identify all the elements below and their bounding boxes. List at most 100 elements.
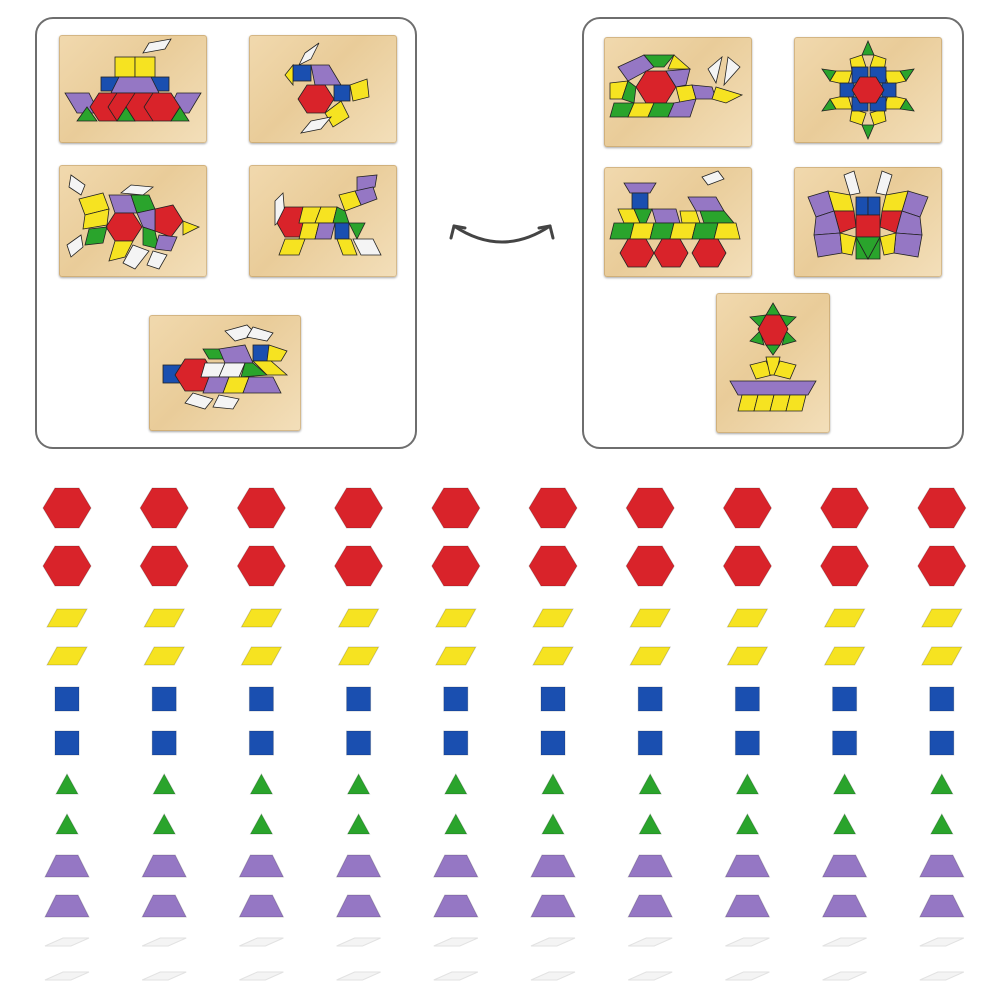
piece-green-triangle[interactable]	[735, 772, 760, 795]
piece-blue-square[interactable]	[54, 686, 80, 712]
piece-blue-square[interactable]	[151, 730, 177, 756]
piece-green-triangle[interactable]	[249, 812, 274, 835]
piece-red-hexagon[interactable]	[917, 487, 967, 529]
piece-yellow-rhombus[interactable]	[434, 646, 477, 666]
piece-purple-trapezoid[interactable]	[141, 894, 188, 918]
piece-green-triangle[interactable]	[55, 812, 79, 835]
piece-red-hexagon[interactable]	[722, 545, 772, 587]
piece-yellow-rhombus[interactable]	[143, 646, 186, 666]
piece-white-thin-rhombus[interactable]	[433, 937, 479, 947]
piece-green-triangle[interactable]	[443, 812, 468, 835]
piece-green-triangle[interactable]	[735, 812, 760, 835]
piece-blue-square[interactable]	[637, 686, 663, 712]
piece-white-thin-rhombus[interactable]	[627, 937, 673, 947]
piece-purple-trapezoid[interactable]	[918, 854, 965, 878]
board-bird[interactable]	[249, 35, 397, 143]
piece-blue-square[interactable]	[734, 686, 760, 712]
piece-purple-trapezoid[interactable]	[627, 894, 674, 918]
piece-white-thin-rhombus[interactable]	[336, 971, 381, 981]
piece-red-hexagon[interactable]	[334, 487, 384, 529]
piece-white-thin-rhombus[interactable]	[433, 971, 479, 981]
piece-purple-trapezoid[interactable]	[335, 894, 382, 918]
piece-red-hexagon[interactable]	[431, 545, 481, 587]
piece-yellow-rhombus[interactable]	[46, 646, 88, 666]
piece-white-thin-rhombus[interactable]	[141, 937, 187, 947]
piece-blue-square[interactable]	[637, 730, 663, 756]
board-fish[interactable]	[59, 165, 207, 277]
piece-yellow-rhombus[interactable]	[240, 608, 283, 628]
piece-green-triangle[interactable]	[638, 772, 663, 795]
piece-red-hexagon[interactable]	[139, 487, 189, 529]
piece-white-thin-rhombus[interactable]	[822, 937, 867, 947]
piece-purple-trapezoid[interactable]	[44, 854, 90, 878]
piece-blue-square[interactable]	[346, 686, 372, 712]
piece-yellow-rhombus[interactable]	[532, 608, 574, 628]
piece-blue-square[interactable]	[734, 730, 760, 756]
piece-red-hexagon[interactable]	[917, 545, 967, 587]
piece-red-hexagon[interactable]	[236, 545, 286, 587]
piece-red-hexagon[interactable]	[139, 545, 189, 587]
piece-red-hexagon[interactable]	[528, 545, 578, 587]
piece-purple-trapezoid[interactable]	[530, 854, 576, 878]
piece-blue-square[interactable]	[248, 730, 274, 756]
piece-purple-trapezoid[interactable]	[821, 854, 868, 878]
piece-white-thin-rhombus[interactable]	[530, 937, 576, 947]
piece-yellow-rhombus[interactable]	[46, 608, 88, 628]
piece-yellow-rhombus[interactable]	[337, 608, 380, 628]
piece-green-triangle[interactable]	[249, 772, 274, 795]
piece-white-thin-rhombus[interactable]	[725, 937, 770, 947]
piece-white-thin-rhombus[interactable]	[44, 937, 90, 947]
piece-purple-trapezoid[interactable]	[918, 894, 965, 918]
piece-purple-trapezoid[interactable]	[724, 894, 771, 918]
piece-purple-trapezoid[interactable]	[627, 854, 674, 878]
piece-yellow-rhombus[interactable]	[629, 608, 672, 628]
piece-yellow-rhombus[interactable]	[726, 646, 769, 666]
piece-green-triangle[interactable]	[346, 812, 371, 835]
piece-yellow-rhombus[interactable]	[240, 646, 283, 666]
piece-blue-square[interactable]	[151, 686, 177, 712]
piece-green-triangle[interactable]	[541, 812, 565, 835]
piece-white-thin-rhombus[interactable]	[336, 937, 381, 947]
piece-white-thin-rhombus[interactable]	[239, 937, 284, 947]
piece-white-thin-rhombus[interactable]	[919, 971, 965, 981]
piece-red-hexagon[interactable]	[42, 487, 92, 529]
piece-green-triangle[interactable]	[832, 812, 857, 835]
piece-green-triangle[interactable]	[443, 772, 468, 795]
piece-blue-square[interactable]	[346, 730, 372, 756]
piece-white-thin-rhombus[interactable]	[919, 937, 965, 947]
piece-white-thin-rhombus[interactable]	[141, 971, 187, 981]
piece-red-hexagon[interactable]	[625, 487, 675, 529]
piece-blue-square[interactable]	[929, 686, 955, 712]
piece-green-triangle[interactable]	[152, 772, 177, 795]
piece-white-thin-rhombus[interactable]	[530, 971, 576, 981]
piece-yellow-rhombus[interactable]	[434, 608, 477, 628]
piece-green-triangle[interactable]	[638, 812, 663, 835]
board-star-flower[interactable]	[794, 37, 942, 143]
piece-yellow-rhombus[interactable]	[726, 608, 769, 628]
piece-green-triangle[interactable]	[346, 772, 371, 795]
piece-red-hexagon[interactable]	[820, 487, 870, 529]
board-whale[interactable]	[604, 37, 752, 147]
piece-blue-square[interactable]	[832, 686, 858, 712]
piece-white-thin-rhombus[interactable]	[627, 971, 673, 981]
piece-blue-square[interactable]	[248, 686, 274, 712]
piece-purple-trapezoid[interactable]	[432, 894, 479, 918]
piece-white-thin-rhombus[interactable]	[725, 971, 770, 981]
piece-purple-trapezoid[interactable]	[432, 854, 479, 878]
board-flower-pot[interactable]	[716, 293, 830, 433]
piece-blue-square[interactable]	[540, 686, 566, 712]
piece-yellow-rhombus[interactable]	[920, 608, 963, 628]
piece-blue-square[interactable]	[540, 730, 566, 756]
piece-white-thin-rhombus[interactable]	[822, 971, 867, 981]
piece-purple-trapezoid[interactable]	[335, 854, 382, 878]
piece-yellow-rhombus[interactable]	[629, 646, 672, 666]
piece-blue-square[interactable]	[443, 730, 469, 756]
piece-yellow-rhombus[interactable]	[532, 646, 574, 666]
piece-blue-square[interactable]	[443, 686, 469, 712]
piece-white-thin-rhombus[interactable]	[239, 971, 284, 981]
piece-blue-square[interactable]	[54, 730, 80, 756]
piece-yellow-rhombus[interactable]	[337, 646, 380, 666]
piece-green-triangle[interactable]	[152, 812, 177, 835]
piece-red-hexagon[interactable]	[528, 487, 578, 529]
piece-red-hexagon[interactable]	[42, 545, 92, 587]
